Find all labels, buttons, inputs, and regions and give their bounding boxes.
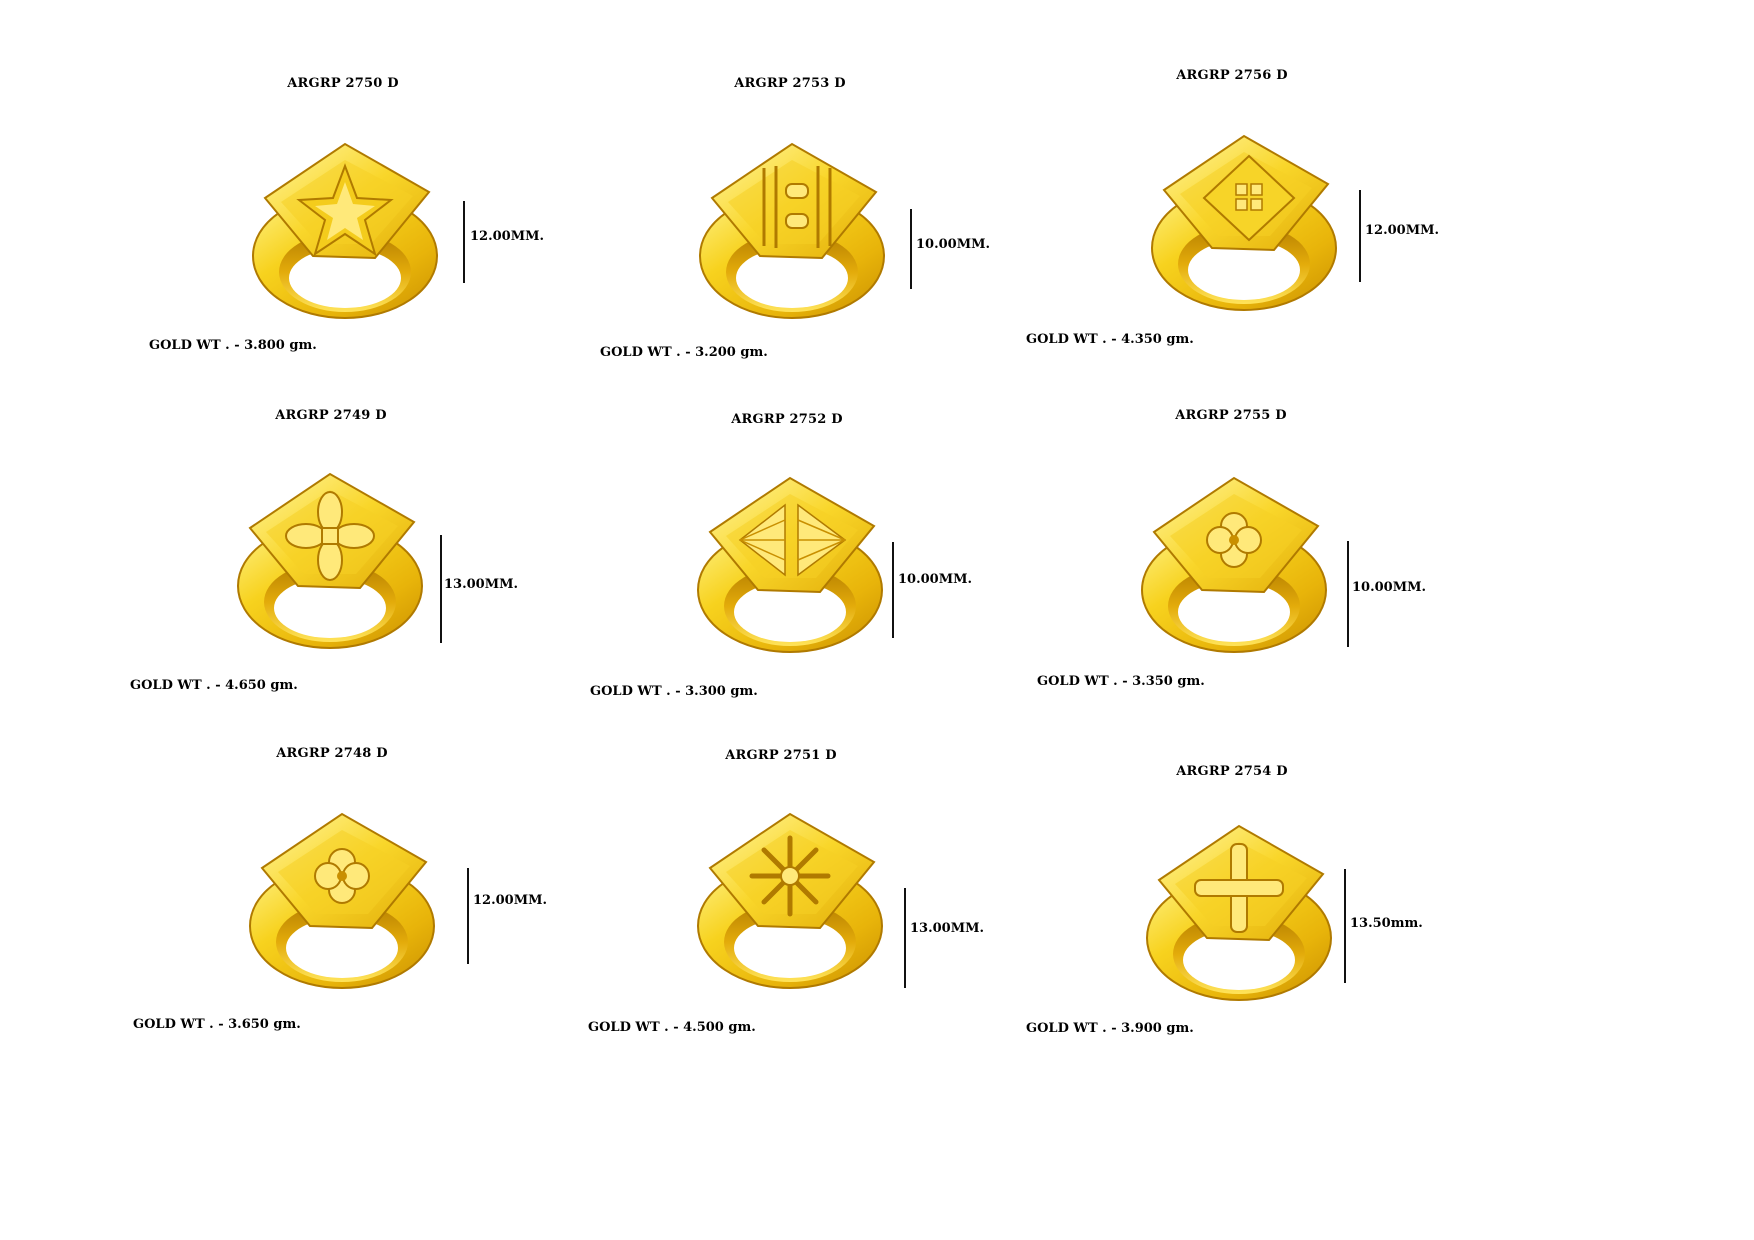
ring-image (249, 812, 435, 989)
gold-weight: GOLD WT . - 3.900 gm. (1026, 1021, 1194, 1036)
gold-weight: GOLD WT . - 3.200 gm. (600, 345, 768, 360)
fan-icon (738, 503, 847, 577)
ring-item: ARGRP 2755 D 10.00MM. GOLD WT . - 3.350 … (1024, 408, 1564, 738)
ring-item: ARGRP 2754 D 13.50mm. GOLD WT . - 3.900 … (1024, 764, 1564, 1094)
ring-item: ARGRP 2750 D 12.00MM. GOLD WT . - 3.800 … (130, 76, 670, 406)
product-code: ARGRP 2753 D (734, 76, 846, 91)
product-code: ARGRP 2756 D (1176, 68, 1288, 83)
ring-top (710, 142, 878, 260)
height-dimension-line (910, 209, 912, 289)
gold-weight: GOLD WT . - 3.300 gm. (590, 684, 758, 699)
ring-item: ARGRP 2752 D 10.00MM. GOLD WT . - 3.300 … (582, 412, 1122, 742)
starburst-icon (749, 835, 831, 917)
product-code: ARGRP 2750 D (287, 76, 399, 91)
ring-image (1151, 134, 1337, 311)
ribbed-icon (762, 166, 832, 248)
height-label: 10.00MM. (898, 572, 973, 587)
height-label: 12.00MM. (473, 893, 548, 908)
ring-image (1141, 476, 1327, 653)
cross-icon (1194, 843, 1284, 933)
height-label: 12.00MM. (470, 229, 545, 244)
height-dimension-line (892, 542, 894, 638)
product-code: ARGRP 2751 D (725, 748, 837, 763)
clover-icon (1206, 512, 1262, 568)
ring-top (263, 142, 431, 260)
diamond-icon (1202, 154, 1296, 242)
clover-icon (314, 848, 370, 904)
gold-weight: GOLD WT . - 4.350 gm. (1026, 332, 1194, 347)
ring-top (708, 476, 876, 594)
ring-image (697, 476, 883, 653)
ring-item: ARGRP 2753 D 10.00MM. GOLD WT . - 3.200 … (582, 76, 1122, 406)
gold-weight: GOLD WT . - 3.350 gm. (1037, 674, 1205, 689)
height-dimension-line (467, 868, 469, 964)
product-code: ARGRP 2749 D (275, 408, 387, 423)
height-dimension-line (1359, 190, 1361, 282)
ring-image (699, 142, 885, 319)
height-label: 13.00MM. (444, 577, 519, 592)
height-label: 13.50mm. (1350, 916, 1423, 931)
product-code: ARGRP 2755 D (1175, 408, 1287, 423)
gold-weight: GOLD WT . - 3.800 gm. (149, 338, 317, 353)
ring-item: ARGRP 2756 D 12.00MM. GOLD WT . - 4.350 … (1024, 68, 1564, 398)
height-dimension-line (1344, 869, 1346, 983)
ring-item: ARGRP 2751 D 13.00MM. GOLD WT . - 4.500 … (582, 748, 1122, 1078)
product-code: ARGRP 2754 D (1176, 764, 1288, 779)
product-code: ARGRP 2748 D (276, 746, 388, 761)
height-label: 10.00MM. (1352, 580, 1427, 595)
ring-item: ARGRP 2749 D 13.00MM. GOLD WT . - 4.650 … (130, 408, 670, 738)
gold-weight: GOLD WT . - 4.500 gm. (588, 1020, 756, 1035)
gold-weight: GOLD WT . - 4.650 gm. (130, 678, 298, 693)
ring-image (237, 472, 423, 649)
height-dimension-line (440, 535, 442, 643)
height-dimension-line (463, 201, 465, 283)
gold-weight: GOLD WT . - 3.650 gm. (133, 1017, 301, 1032)
ring-image (1146, 824, 1332, 1001)
height-dimension-line (1347, 541, 1349, 647)
ring-item: ARGRP 2748 D 12.00MM. GOLD WT . - 3.650 … (130, 746, 670, 1076)
height-dimension-line (904, 888, 906, 988)
height-label: 12.00MM. (1365, 223, 1440, 238)
ring-image (252, 142, 438, 319)
product-code: ARGRP 2752 D (731, 412, 843, 427)
height-label: 13.00MM. (910, 921, 985, 936)
star-icon (296, 163, 394, 257)
height-label: 10.00MM. (916, 237, 991, 252)
flower-cross-icon (285, 491, 375, 581)
ring-image (697, 812, 883, 989)
